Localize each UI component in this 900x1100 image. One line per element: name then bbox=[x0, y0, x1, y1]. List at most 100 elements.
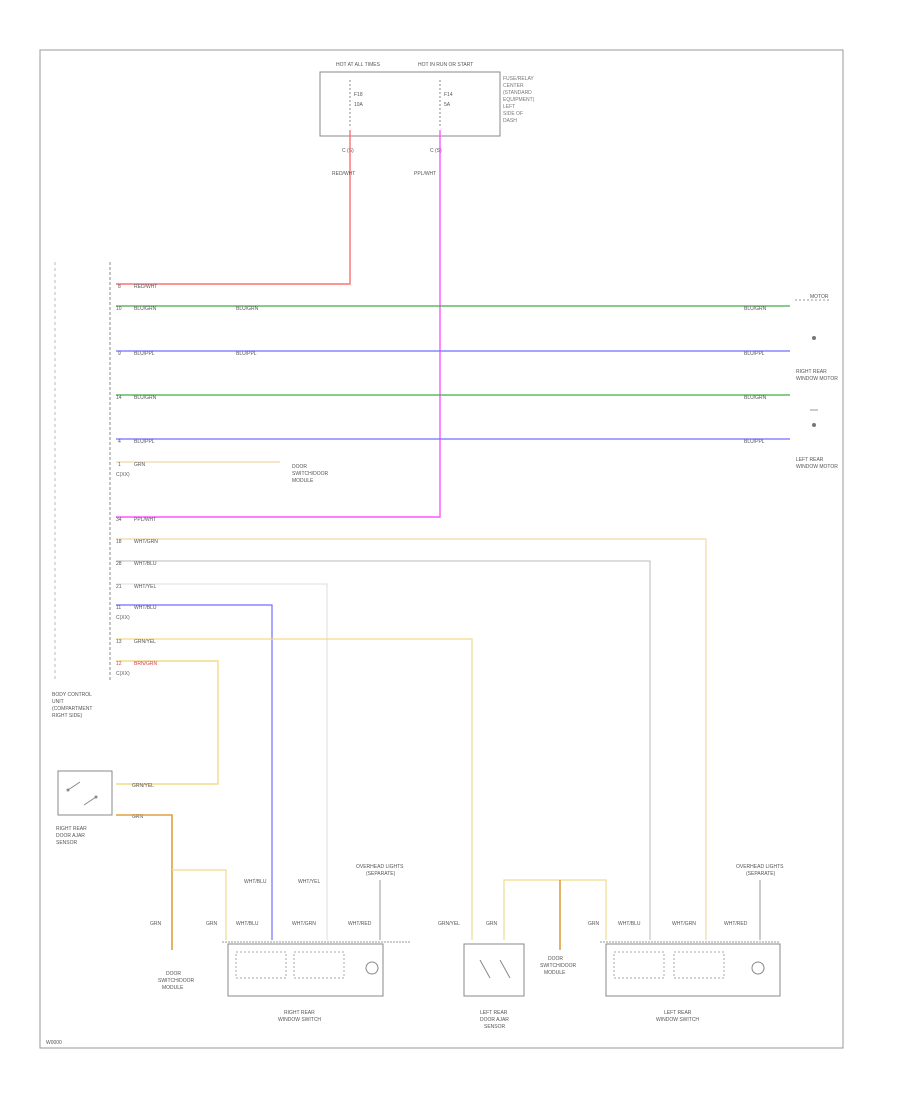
rr-switch-wire-4: WHT/GRN bbox=[292, 921, 316, 927]
bcu-label-3: (COMPARTMENT bbox=[52, 706, 92, 712]
pin-34: 34 bbox=[116, 517, 122, 523]
feed-label-pink: PPL/WHT bbox=[414, 171, 436, 177]
fuse-desc-1: FUSE/RELAY bbox=[503, 76, 534, 82]
pin-11: 11 bbox=[116, 605, 121, 611]
pin-12-wire: BRN/GRN bbox=[134, 661, 157, 667]
lr-switch-wire-3: WHT/GRN bbox=[672, 921, 696, 927]
bcu-label-2: UNIT bbox=[52, 699, 64, 705]
pin-28: 28 bbox=[116, 561, 122, 567]
left-rear-window-motor: LEFT REAR WINDOW MOTOR bbox=[796, 409, 838, 470]
right-rear-window-switch: GRN GRN WHT/BLU WHT/GRN WHT/RED WHT/BLU … bbox=[150, 864, 410, 1023]
rr-sensor-wire-bottom: GRN bbox=[132, 814, 144, 820]
wire-grn-yel bbox=[116, 638, 473, 940]
rr-switch-upper-2: WHT/YEL bbox=[298, 879, 320, 885]
motor-top-label: MOTOR bbox=[810, 294, 829, 300]
pin-10-wire: BLU/GRN bbox=[134, 306, 157, 312]
pin-4-wire: BLU/PPL bbox=[134, 439, 155, 445]
rr-switch-wire-5: WHT/RED bbox=[348, 921, 372, 927]
lr-motor-label-2: WINDOW MOTOR bbox=[796, 464, 838, 470]
wire-wht-grn bbox=[116, 538, 707, 940]
pin-8-wire: RED/WHT bbox=[134, 284, 157, 290]
fuse-desc-4: EQUIPMENT) bbox=[503, 97, 535, 103]
rr-sensor-label-1: RIGHT REAR bbox=[56, 826, 87, 832]
bcu-label-1: BODY CONTROL bbox=[52, 692, 92, 698]
rr-ground-3: MODULE bbox=[162, 985, 184, 991]
rr-door-module-ground: DOOR SWITCH/DOOR MODULE bbox=[158, 971, 194, 991]
lr-switch-wire-2: WHT/BLU bbox=[618, 921, 641, 927]
rr-motor-label-1: RIGHT REAR bbox=[796, 369, 827, 375]
fuse-right-number: F14 bbox=[444, 92, 453, 98]
wire-wht-yel bbox=[116, 583, 328, 940]
pin-14: 14 bbox=[116, 395, 122, 401]
rr-switch-wire-3: WHT/BLU bbox=[236, 921, 259, 927]
lr-sensor-wire-2: GRN bbox=[486, 921, 498, 927]
lr-switch-wire-1: GRN bbox=[588, 921, 600, 927]
pin-12: 12 bbox=[116, 661, 122, 667]
wire-brn-grn bbox=[116, 660, 219, 785]
lr-ground-1: DOOR bbox=[548, 956, 563, 962]
lr-sensor-label-2: DOOR AJAR bbox=[480, 1017, 509, 1023]
fuse-relay-center: HOT AT ALL TIMES HOT IN RUN OR START F18… bbox=[319, 62, 535, 154]
wire-wht-blu-1 bbox=[116, 560, 651, 940]
wire-grn-rr-branch bbox=[172, 869, 227, 940]
pin-11-sub: C(XX) bbox=[116, 615, 130, 621]
bcu-label-4: RIGHT SIDE) bbox=[52, 713, 83, 719]
pin-1-wire: GRN bbox=[134, 462, 146, 468]
wire-red-wht-feed bbox=[116, 130, 351, 285]
lr-sensor-label-3: SENSOR bbox=[484, 1024, 506, 1030]
rr-ground-label-2: (SEPARATE) bbox=[366, 871, 396, 877]
pin-18-wire: WHT/GRN bbox=[134, 539, 158, 545]
fuse-right-amp: 5A bbox=[444, 102, 451, 108]
rr-switch-label-2: WINDOW SWITCH bbox=[278, 1017, 321, 1023]
right-rear-door-ajar-sensor: GRN/YEL GRN RIGHT REAR DOOR AJAR SENSOR bbox=[56, 770, 154, 846]
lr-ground-3: MODULE bbox=[544, 970, 566, 976]
fuse-left-amp: 10A bbox=[354, 102, 364, 108]
pin-9-end: BLU/PPL bbox=[744, 351, 765, 357]
pin-21-wire: WHT/YEL bbox=[134, 584, 156, 590]
rr-motor-label-2: WINDOW MOTOR bbox=[796, 376, 838, 382]
wire-grn-rr-sensor bbox=[116, 814, 173, 950]
pin-1-dest-1: DOOR bbox=[292, 464, 307, 470]
pin-1: 1 bbox=[118, 462, 121, 468]
pin-12-sub: C(XX) bbox=[116, 671, 130, 677]
fuse-desc-3: (STANDARD bbox=[503, 90, 532, 96]
wire-ppl-wht-feed bbox=[116, 130, 441, 518]
pin-1-dest-2: SWITCH/DOOR bbox=[292, 471, 328, 477]
pin-10: 10 bbox=[116, 306, 122, 312]
pin-34-wire: PPL/WHT bbox=[134, 517, 156, 523]
pin-14-end: BLU/GRN bbox=[744, 395, 767, 401]
lr-motor-label-1: LEFT REAR bbox=[796, 457, 824, 463]
lr-sensor-wire-1: GRN/YEL bbox=[438, 921, 460, 927]
fuse-desc-6: SIDE OF bbox=[503, 111, 523, 117]
pin-13-wire: GRN/YEL bbox=[134, 639, 156, 645]
rr-switch-upper-1: WHT/BLU bbox=[244, 879, 267, 885]
pin-13: 13 bbox=[116, 639, 122, 645]
fuse-header-left: HOT AT ALL TIMES bbox=[336, 62, 381, 68]
fuse-desc-5: LEFT bbox=[503, 104, 515, 110]
lr-switch-label-1: LEFT REAR bbox=[664, 1010, 692, 1016]
left-rear-window-switch: GRN WHT/BLU WHT/GRN WHT/RED OVERHEAD LIG… bbox=[588, 864, 784, 1023]
lr-switch-label-2: WINDOW SWITCH bbox=[656, 1017, 699, 1023]
pin-4: 4 bbox=[118, 439, 121, 445]
diagram-frame bbox=[39, 49, 844, 1049]
rr-sensor-label-3: SENSOR bbox=[56, 840, 78, 846]
rr-switch-wire-1: GRN bbox=[150, 921, 162, 927]
diagram-id: W0000 bbox=[46, 1040, 62, 1046]
rr-switch-label-1: RIGHT REAR bbox=[284, 1010, 315, 1016]
rr-ground-label-1: OVERHEAD LIGHTS bbox=[356, 864, 404, 870]
lr-switch-wire-4: WHT/RED bbox=[724, 921, 748, 927]
pin-4-end: BLU/PPL bbox=[744, 439, 765, 445]
wire-grn-lr-sensor bbox=[503, 879, 607, 940]
pin-10-end: BLU/GRN bbox=[744, 306, 767, 312]
pin-8: 8 bbox=[118, 284, 121, 290]
fuse-desc-2: CENTER bbox=[503, 83, 524, 89]
feed-label-red: RED/WHT bbox=[332, 171, 355, 177]
right-rear-window-motor: MOTOR RIGHT REAR WINDOW MOTOR bbox=[795, 294, 838, 382]
pin-9-mid: BLU/PPL bbox=[236, 351, 257, 357]
wire-wht-blu-2 bbox=[116, 604, 273, 940]
rr-ground-1: DOOR bbox=[166, 971, 181, 977]
rr-ground-2: SWITCH/DOOR bbox=[158, 978, 194, 984]
pin-10-mid: BLU/GRN bbox=[236, 306, 259, 312]
rr-sensor-label-2: DOOR AJAR bbox=[56, 833, 85, 839]
